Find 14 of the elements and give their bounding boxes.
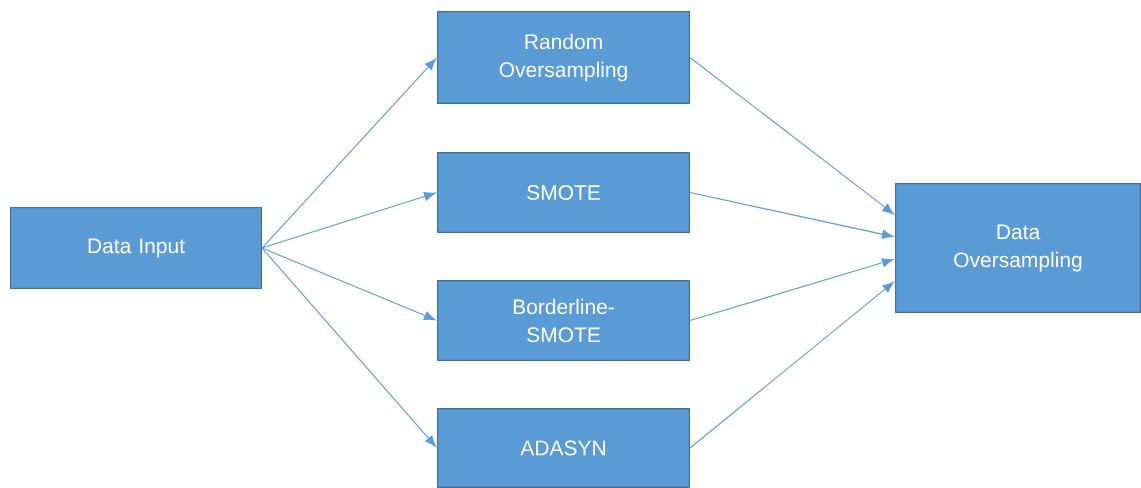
process-box: Borderline-SMOTE [437, 280, 690, 361]
arrow [261, 191, 436, 249]
arrow [689, 258, 894, 322]
process-box: Random Oversampling [437, 11, 690, 104]
process-box: ADASYN [437, 408, 690, 488]
arrow [261, 247, 436, 321]
arrow [261, 58, 437, 249]
arrow [689, 281, 894, 449]
arrow [689, 56, 894, 215]
arrow [261, 247, 437, 447]
arrow [689, 191, 894, 239]
process-box: Data Oversampling [895, 183, 1141, 313]
process-box: Data Input [10, 207, 262, 289]
process-box: SMOTE [437, 152, 690, 233]
